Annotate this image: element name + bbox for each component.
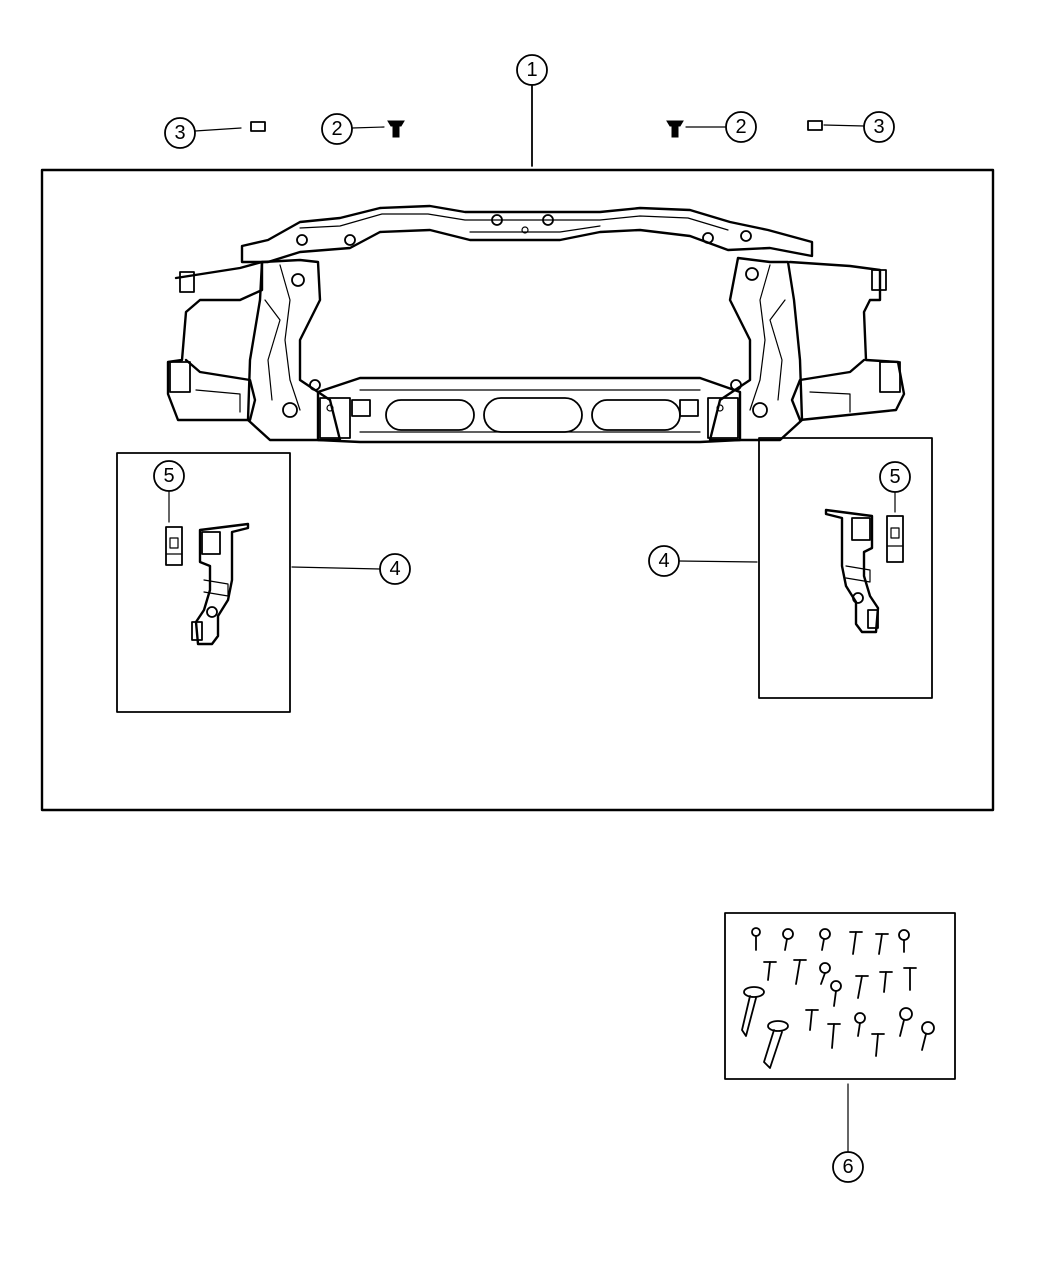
callout-4-right[interactable]: 4 bbox=[648, 545, 758, 577]
callout-3-right-label: 3 bbox=[873, 116, 884, 138]
callout-4-right-label: 4 bbox=[658, 550, 669, 572]
clip-part-3-right bbox=[807, 120, 823, 131]
latch-part-5-left bbox=[165, 526, 183, 566]
callout-2-right-label: 2 bbox=[735, 116, 746, 138]
callout-2-right[interactable]: 2 bbox=[685, 111, 757, 143]
bracket-part-4-right bbox=[824, 508, 880, 634]
fastener-kit-box bbox=[724, 912, 956, 1080]
callout-4-left-label: 4 bbox=[389, 558, 400, 580]
bracket-part-4-left bbox=[191, 522, 250, 646]
callout-6-label: 6 bbox=[842, 1156, 853, 1178]
callout-2-left-label: 2 bbox=[331, 118, 342, 140]
callout-3-right[interactable]: 3 bbox=[823, 111, 895, 143]
radiator-support-illustration bbox=[166, 204, 906, 444]
callout-1[interactable]: 1 bbox=[516, 54, 548, 167]
bracket-box-right bbox=[758, 437, 933, 699]
callout-5-right[interactable]: 5 bbox=[879, 461, 911, 513]
fastener-kit-illustration bbox=[741, 927, 935, 1069]
callout-5-left[interactable]: 5 bbox=[153, 460, 185, 523]
callout-3-left[interactable]: 3 bbox=[164, 117, 242, 149]
latch-part-5-right bbox=[886, 515, 904, 563]
callout-4-left[interactable]: 4 bbox=[291, 553, 411, 585]
assembly-frame-border bbox=[40, 168, 995, 812]
callout-1-label: 1 bbox=[526, 59, 537, 81]
callout-5-left-label: 5 bbox=[163, 465, 174, 487]
callout-6[interactable]: 6 bbox=[832, 1083, 864, 1183]
clip-part-3-left bbox=[250, 121, 266, 132]
push-pin-part-2-right bbox=[666, 120, 684, 138]
push-pin-part-2-left bbox=[387, 120, 405, 138]
callout-3-left-label: 3 bbox=[174, 122, 185, 144]
callout-2-left[interactable]: 2 bbox=[321, 113, 385, 145]
callout-5-right-label: 5 bbox=[889, 466, 900, 488]
bracket-box-left bbox=[116, 452, 291, 713]
